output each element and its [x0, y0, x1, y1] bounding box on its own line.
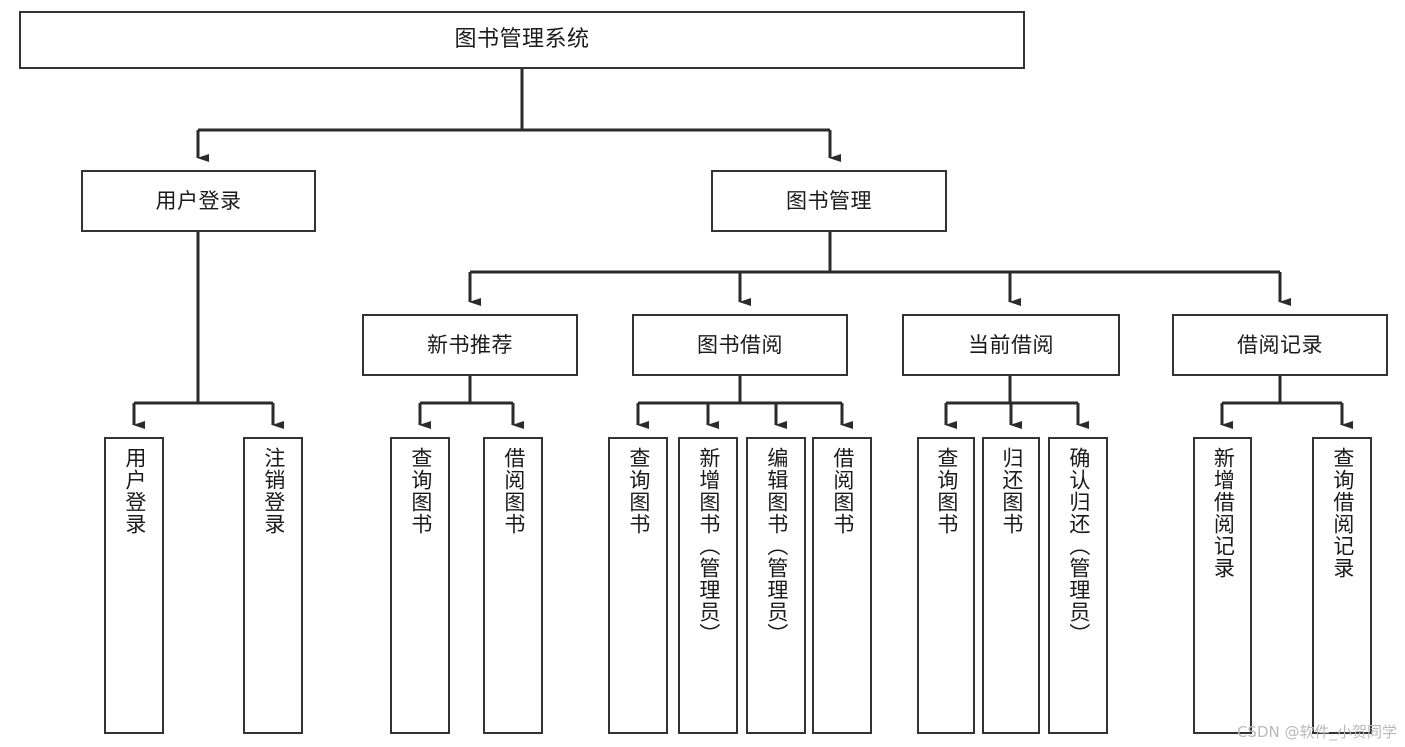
node-label: 图书管理 [786, 188, 872, 213]
node-book-management[interactable]: 图书管理 [711, 170, 947, 232]
node-label: 新增借阅记录 [1211, 447, 1236, 579]
node-label: 用户登录 [122, 447, 147, 535]
node-label: 确认归还（管理员） [1066, 447, 1091, 645]
node-label: 借阅记录 [1237, 332, 1323, 357]
watermark-text: CSDN @软件_小贺同学 [1236, 723, 1397, 741]
leaf-user-login-logout[interactable]: 注销登录 [243, 437, 303, 734]
node-root-system[interactable]: 图书管理系统 [19, 11, 1025, 69]
node-label: 查询图书 [934, 447, 959, 535]
leaf-current-confirm-return-admin[interactable]: 确认归还（管理员） [1048, 437, 1108, 734]
node-label: 查询借阅记录 [1330, 447, 1355, 579]
leaf-current-return-book[interactable]: 归还图书 [982, 437, 1040, 734]
node-label: 图书借阅 [697, 332, 783, 357]
node-label: 查询图书 [408, 447, 433, 535]
leaf-new-book-query[interactable]: 查询图书 [390, 437, 450, 734]
node-user-login[interactable]: 用户登录 [81, 170, 316, 232]
node-label: 借阅图书 [501, 447, 526, 535]
leaf-record-query-record[interactable]: 查询借阅记录 [1312, 437, 1372, 734]
leaf-record-add-record[interactable]: 新增借阅记录 [1193, 437, 1252, 734]
leaf-borrow-edit-book-admin[interactable]: 编辑图书（管理员） [746, 437, 806, 734]
leaf-borrow-add-book-admin[interactable]: 新增图书（管理员） [678, 437, 738, 734]
node-label: 当前借阅 [968, 332, 1054, 357]
node-label: 新书推荐 [427, 332, 513, 357]
node-label: 归还图书 [999, 447, 1024, 535]
leaf-current-query-book[interactable]: 查询图书 [917, 437, 975, 734]
node-label: 编辑图书（管理员） [764, 447, 789, 645]
leaf-new-book-borrow[interactable]: 借阅图书 [483, 437, 543, 734]
leaf-borrow-query-book[interactable]: 查询图书 [608, 437, 668, 734]
node-label: 查询图书 [626, 447, 651, 535]
node-current-borrow[interactable]: 当前借阅 [902, 314, 1120, 376]
node-book-borrow[interactable]: 图书借阅 [632, 314, 848, 376]
node-label: 新增图书（管理员） [696, 447, 721, 645]
node-label: 借阅图书 [830, 447, 855, 535]
leaf-user-login-login[interactable]: 用户登录 [104, 437, 164, 734]
node-borrow-record[interactable]: 借阅记录 [1172, 314, 1388, 376]
node-new-book-recommend[interactable]: 新书推荐 [362, 314, 578, 376]
node-label: 图书管理系统 [454, 27, 590, 53]
node-label: 用户登录 [155, 188, 242, 213]
node-label: 注销登录 [261, 447, 286, 535]
leaf-borrow-borrow-book[interactable]: 借阅图书 [812, 437, 872, 734]
